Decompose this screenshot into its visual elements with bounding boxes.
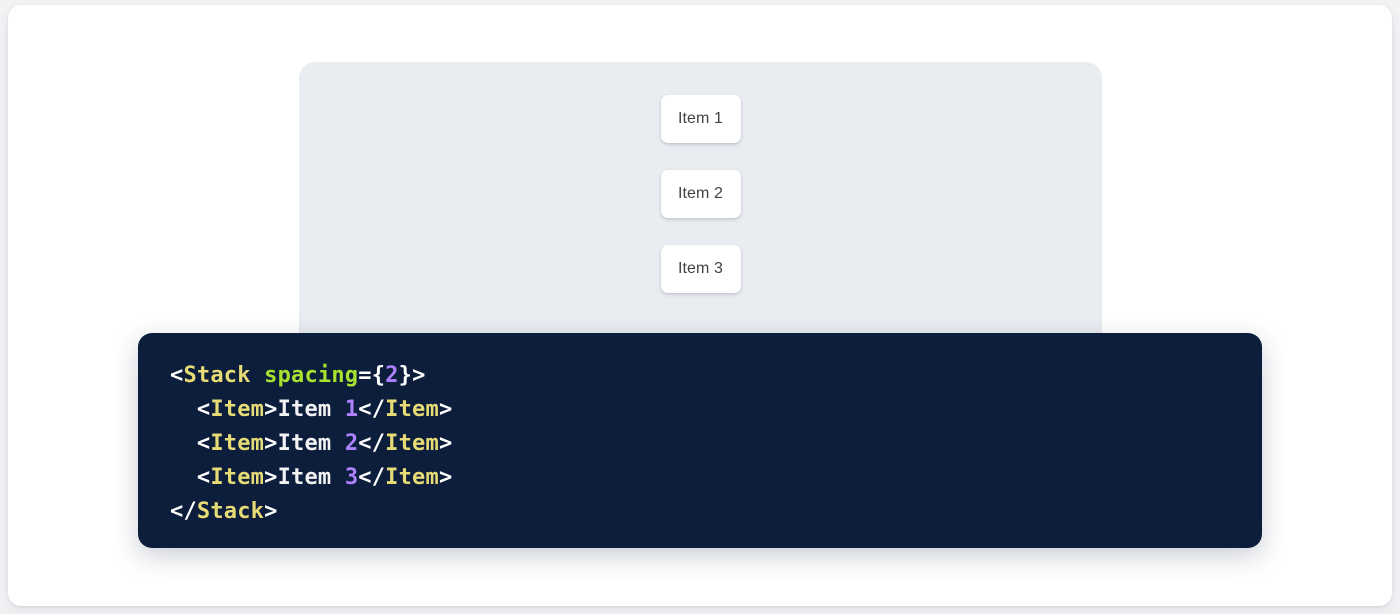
code-token-punct: </ bbox=[358, 465, 386, 490]
stack-item[interactable]: Item 3 bbox=[660, 245, 741, 293]
code-token-punct: > bbox=[412, 363, 426, 388]
code-token-tag: Item bbox=[210, 397, 265, 422]
code-token-punct: > bbox=[438, 465, 453, 490]
code-token-text: Item bbox=[277, 465, 345, 490]
code-token-punct: </ bbox=[358, 397, 386, 422]
code-line: <Item>Item 1</Item> bbox=[170, 393, 1230, 427]
code-token-number: 1 bbox=[344, 397, 359, 422]
code-token-punct: > bbox=[438, 397, 453, 422]
page-card: Item 1 Item 2 Item 3 <Stack spacing={2}>… bbox=[8, 5, 1392, 606]
code-token-tag: Stack bbox=[196, 499, 265, 524]
code-token-punct: > bbox=[438, 431, 453, 456]
code-token-attr: spacing bbox=[264, 363, 359, 388]
stack-container: Item 1 Item 2 Item 3 bbox=[299, 62, 1102, 293]
code-token-punct: </ bbox=[358, 431, 386, 456]
code-token-punct: < bbox=[196, 465, 211, 490]
stack-item[interactable]: Item 1 bbox=[660, 95, 741, 143]
code-token-punct: < bbox=[196, 431, 211, 456]
code-token-number: 2 bbox=[385, 363, 399, 388]
code-token-number: 3 bbox=[344, 465, 359, 490]
code-token-text: Item bbox=[277, 397, 345, 422]
code-source: <Stack spacing={2}> <Item>Item 1</Item> … bbox=[170, 359, 1230, 529]
code-token-tag: Item bbox=[385, 431, 439, 456]
code-token-punct: > bbox=[264, 431, 278, 456]
code-token-punct: > bbox=[264, 397, 278, 422]
code-token-tag: Stack bbox=[183, 363, 251, 388]
code-token-punct: > bbox=[264, 465, 278, 490]
code-token-punct: } bbox=[398, 363, 413, 388]
code-token-punct: { bbox=[371, 363, 386, 388]
code-line: <Stack spacing={2}> bbox=[170, 359, 1230, 393]
code-token-tag: Item bbox=[210, 431, 265, 456]
code-token-tag: Item bbox=[210, 465, 265, 490]
code-line: <Item>Item 3</Item> bbox=[170, 461, 1230, 495]
code-line: <Item>Item 2</Item> bbox=[170, 427, 1230, 461]
code-token-number: 2 bbox=[344, 431, 359, 456]
code-token-punct: < bbox=[170, 363, 184, 388]
code-snippet-block[interactable]: <Stack spacing={2}> <Item>Item 1</Item> … bbox=[138, 333, 1262, 548]
code-token-text bbox=[251, 363, 264, 388]
code-token-tag: Item bbox=[385, 397, 439, 422]
code-line: </Stack> bbox=[170, 495, 1230, 529]
code-token-punct: </ bbox=[170, 499, 197, 524]
code-token-text: Item bbox=[277, 431, 345, 456]
code-token-punct: < bbox=[196, 397, 211, 422]
code-token-punct: = bbox=[358, 363, 372, 388]
component-preview-panel: Item 1 Item 2 Item 3 bbox=[299, 62, 1102, 338]
stack-item[interactable]: Item 2 bbox=[660, 170, 741, 218]
code-token-tag: Item bbox=[385, 465, 439, 490]
code-token-punct: > bbox=[264, 499, 278, 524]
